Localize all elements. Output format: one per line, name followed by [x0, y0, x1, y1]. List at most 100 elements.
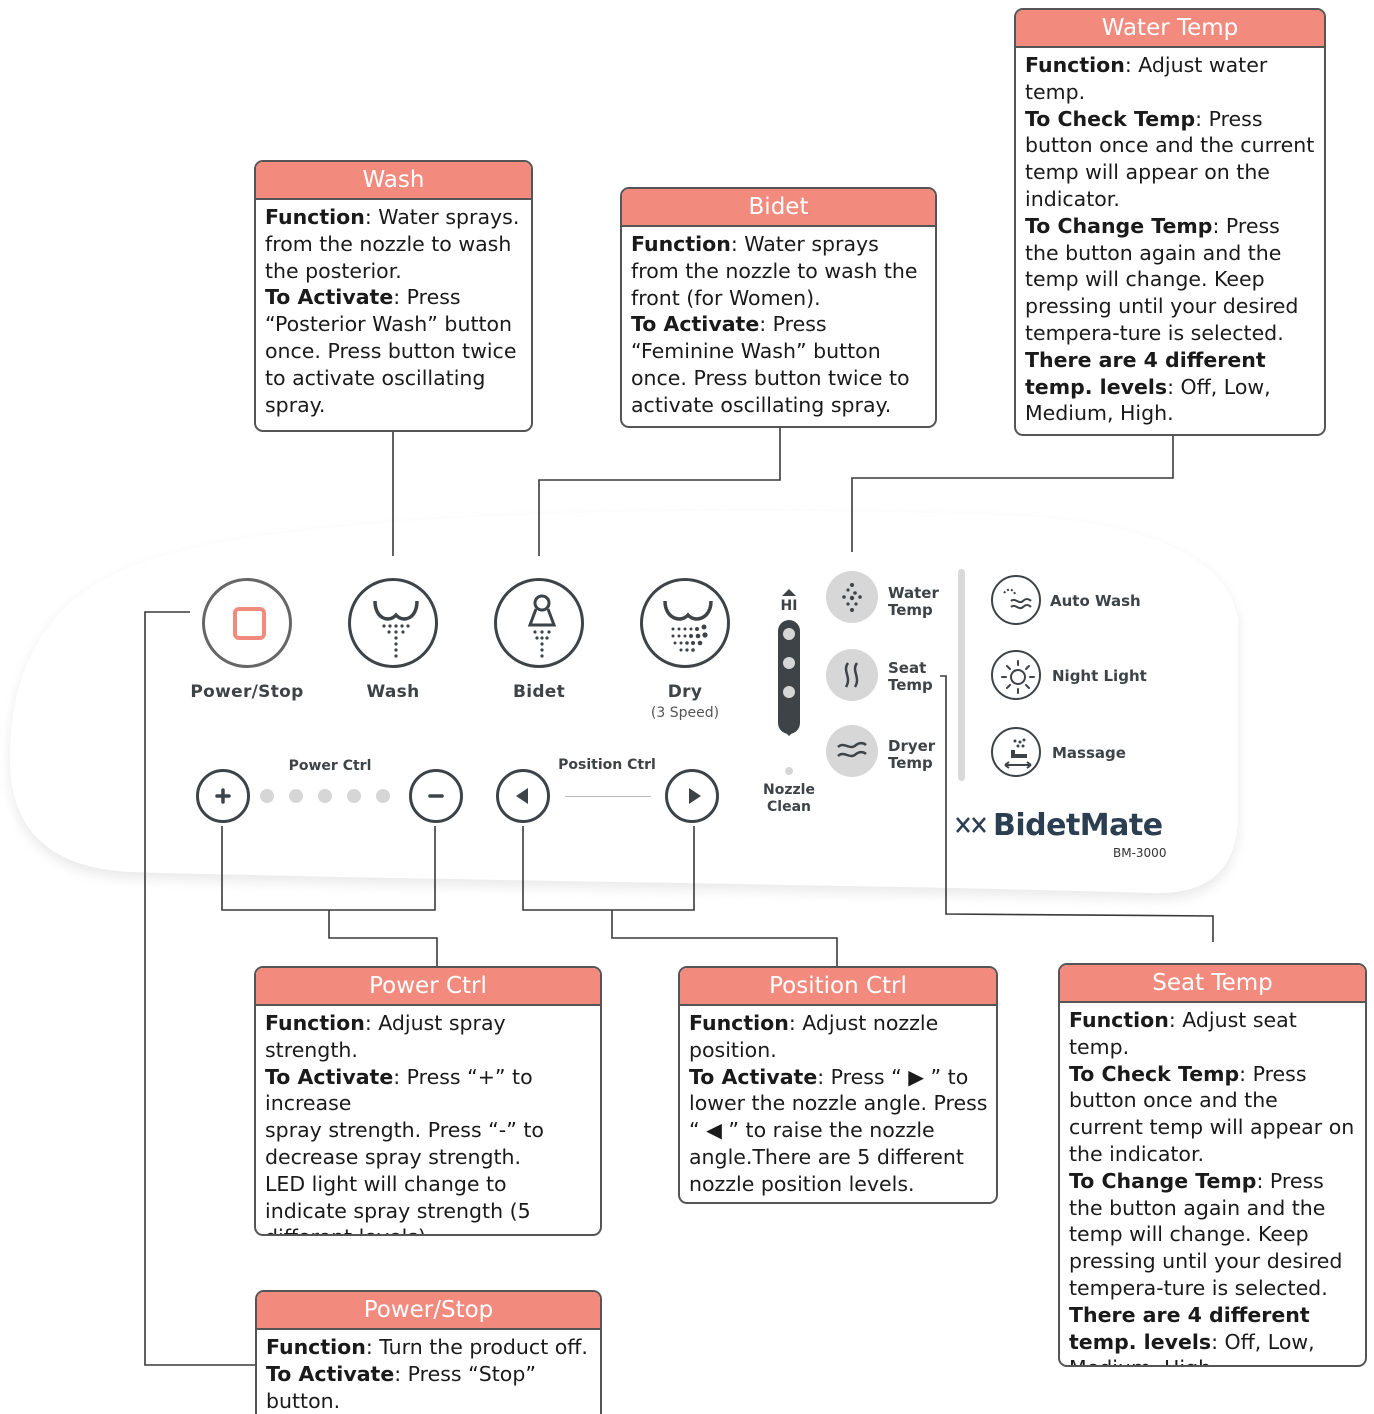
- callout-paragraph: Function: Adjust seat temp.: [1069, 1007, 1357, 1061]
- callout-term: Function: [631, 232, 731, 256]
- lo-label: LO: [778, 710, 800, 726]
- temp-indicator: [778, 589, 800, 775]
- callout-paragraph: Function: Adjust nozzle position.: [689, 1010, 988, 1064]
- bidet-callout-title: Bidet: [622, 189, 935, 227]
- callout-paragraph: To Change Temp: Press the button again a…: [1069, 1168, 1357, 1302]
- power-ctrl-callout-title: Power Ctrl: [256, 968, 600, 1006]
- dry-button[interactable]: [640, 578, 730, 668]
- wash-callout: Wash Function: Water sprays. from the no…: [254, 160, 533, 432]
- callout-text: : Press “Posterior Wash” button once. Pr…: [265, 285, 517, 417]
- callout-paragraph: LED light will change to indicate spray …: [265, 1171, 592, 1234]
- bidet-button[interactable]: [494, 578, 584, 668]
- position-down-button[interactable]: [665, 769, 719, 823]
- bidet-label: Bidet: [512, 682, 566, 702]
- callout-text: : Turn the product off.: [365, 1335, 588, 1359]
- callout-term: Function: [689, 1011, 789, 1035]
- callout-text: LED light will change to indicate spray …: [265, 1171, 531, 1234]
- power-level-led: [289, 789, 303, 803]
- hi-label: HI: [780, 598, 798, 614]
- callout-paragraph: There are 4 different temp. levels: Off,…: [1069, 1302, 1357, 1365]
- bidet-callout: Bidet Function: Water sprays from the no…: [620, 187, 937, 428]
- massage-label: Massage: [1052, 744, 1126, 762]
- bidetmate-logo-icon: [956, 817, 986, 833]
- water-temp-callout-body: Function: Adjust water temp.To Check Tem…: [1016, 48, 1324, 433]
- auto-wash-icon: [1003, 588, 1032, 610]
- callout-text: : Adjust seat temp.: [1069, 1008, 1297, 1059]
- seat-temp-button[interactable]: [826, 649, 878, 701]
- callout-term: There are 4 different temp. levels: [1069, 1302, 1310, 1354]
- callout-text: : Press “Stop” button.: [266, 1361, 536, 1413]
- callout-paragraph: To Activate: Press “ ▶ ” to lower the no…: [689, 1064, 988, 1198]
- callout-text: spray strength. Press “-” to decrease sp…: [265, 1118, 544, 1169]
- dry-label: Dry: [667, 682, 703, 702]
- power-stop-button[interactable]: [202, 578, 292, 668]
- callout-text: : Press “Feminine Wash” button once. Pre…: [631, 312, 910, 417]
- dryer-temp-button[interactable]: [826, 725, 878, 777]
- model-number: BM-3000: [1113, 846, 1167, 860]
- power-ctrl-callout: Power Ctrl Function: Adjust spray streng…: [254, 966, 602, 1236]
- position-ctrl-callout: Position Ctrl Function: Adjust nozzle po…: [678, 966, 998, 1204]
- feminine-wash-icon: [527, 594, 557, 658]
- water-temp-button[interactable]: [826, 571, 878, 623]
- callout-term: To Activate: [631, 312, 760, 337]
- position-ctrl-connector: [611, 910, 838, 966]
- water-temp-callout: Water Temp Function: Adjust water temp.T…: [1014, 8, 1326, 436]
- bidet-callout-body: Function: Water sprays from the nozzle t…: [622, 227, 935, 425]
- air-waves-icon: [837, 741, 867, 758]
- power-ctrl-bracket: [221, 826, 436, 911]
- callout-paragraph: To Change Temp: Press the button again a…: [1025, 213, 1316, 347]
- power-ctrl-label: Power Ctrl: [288, 758, 372, 774]
- minus-icon: [428, 794, 444, 798]
- triangle-left-icon: [516, 788, 528, 804]
- callout-text: : Press the button again and the temp wi…: [1069, 1168, 1343, 1300]
- callout-text: : Off, Low, Medium, High.: [1025, 374, 1271, 426]
- callout-paragraph: To Check Temp: Press button once and the…: [1069, 1061, 1357, 1168]
- arrow-up-icon: [782, 589, 796, 596]
- dryer-icon: [663, 600, 713, 652]
- water-temp-connector: [851, 436, 1174, 552]
- power-stop-label: Power/Stop: [190, 682, 304, 702]
- position-ctrl-label: Position Ctrl: [558, 757, 656, 773]
- auto-wash-button[interactable]: [991, 575, 1041, 625]
- bidet-connector: [538, 428, 781, 556]
- nozzle-clean-label: Nozzle Clean: [763, 782, 815, 815]
- callout-term: To Change Temp: [1025, 213, 1213, 238]
- water-temp-callout-title: Water Temp: [1016, 10, 1324, 48]
- seat-temp-label: Seat Temp: [888, 659, 933, 694]
- power-stop-callout-title: Power/Stop: [257, 1292, 600, 1330]
- position-up-button[interactable]: [496, 769, 550, 823]
- wash-button[interactable]: [348, 578, 438, 668]
- nozzle-clean-led: [785, 767, 793, 775]
- callout-term: To Check Temp: [1069, 1061, 1240, 1086]
- seat-temp-callout: Seat Temp Function: Adjust seat temp.To …: [1058, 963, 1367, 1367]
- callout-term: To Check Temp: [1025, 106, 1196, 131]
- callout-term: Function: [266, 1335, 366, 1359]
- position-ctrl-callout-body: Function: Adjust nozzle position.To Acti…: [680, 1006, 996, 1202]
- callout-term: To Activate: [265, 285, 394, 310]
- stop-icon: [233, 607, 266, 640]
- seat-temp-callout-body: Function: Adjust seat temp.To Check Temp…: [1060, 1003, 1365, 1365]
- wash-callout-title: Wash: [256, 162, 531, 200]
- callout-text: : Off, Low, Medium, High.: [1069, 1329, 1315, 1365]
- night-light-button[interactable]: [991, 650, 1041, 700]
- power-increase-button[interactable]: [196, 769, 250, 823]
- power-level-led: [376, 789, 390, 803]
- position-track: [565, 796, 651, 797]
- callout-term: To Change Temp: [1069, 1168, 1257, 1193]
- heat-waves-icon: [844, 662, 859, 688]
- power-decrease-button[interactable]: [409, 769, 463, 823]
- callout-paragraph: spray strength. Press “-” to decrease sp…: [265, 1117, 592, 1171]
- power-level-led: [347, 789, 361, 803]
- water-temp-label: Water Temp: [888, 584, 939, 619]
- callout-paragraph: Function: Adjust spray strength.: [265, 1010, 592, 1064]
- wash-label: Wash: [366, 682, 420, 702]
- position-ctrl-bracket: [522, 826, 695, 911]
- position-ctrl-callout-title: Position Ctrl: [680, 968, 996, 1006]
- posterior-wash-icon: [373, 600, 419, 658]
- brand-name: BidetMate: [993, 808, 1163, 843]
- power-level-led: [260, 789, 274, 803]
- dry-speed-label: (3 Speed): [650, 705, 720, 721]
- massage-button[interactable]: [991, 727, 1041, 777]
